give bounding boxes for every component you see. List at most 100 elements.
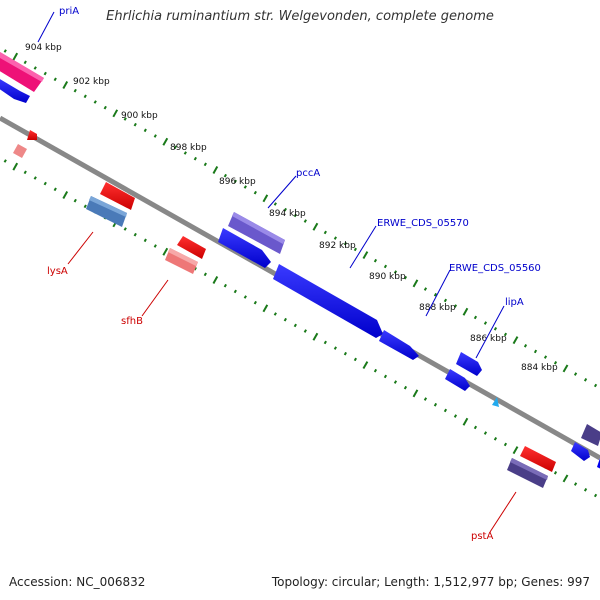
major-tick (12, 52, 19, 61)
gene-feature-blue[interactable] (571, 442, 590, 461)
minor-tick (383, 264, 388, 269)
gene-feature-pink-highlight (168, 248, 198, 266)
minor-tick (553, 471, 558, 475)
minor-tick (223, 283, 227, 288)
minor-tick (143, 128, 147, 133)
minor-tick (553, 361, 558, 365)
minor-tick (483, 431, 488, 435)
minor-tick (433, 292, 438, 297)
minor-tick (73, 88, 77, 93)
minor-tick (273, 312, 277, 316)
minor-tick (423, 397, 428, 401)
gene-feature-red[interactable] (177, 236, 206, 259)
inner-scale-ticks (3, 159, 598, 498)
minor-tick (303, 329, 307, 333)
gene-feature-pink[interactable] (13, 144, 27, 158)
gene-feature-red[interactable] (100, 182, 135, 210)
minor-tick (43, 181, 47, 186)
major-tick (462, 417, 469, 426)
minor-tick (83, 204, 87, 209)
minor-tick (3, 159, 7, 163)
minor-tick (493, 437, 498, 441)
minor-tick (573, 482, 578, 486)
minor-tick (293, 213, 297, 218)
gene-feature-blue[interactable] (597, 458, 600, 470)
minor-tick (323, 230, 327, 235)
minor-tick (483, 321, 488, 325)
gene-label-forward[interactable]: pccA (296, 168, 320, 179)
minor-tick (383, 374, 388, 379)
gene-feature-blue[interactable] (456, 352, 482, 376)
minor-tick (503, 332, 508, 337)
minor-tick (83, 94, 87, 99)
major-tick (162, 247, 169, 256)
minor-tick (33, 66, 37, 70)
scale-label: 896 kbp (219, 177, 256, 187)
gene-feature-purple[interactable] (228, 212, 285, 254)
minor-tick (433, 402, 438, 407)
gene-feature-purple-highlight (232, 212, 285, 244)
minor-tick (343, 241, 347, 246)
major-tick (162, 137, 169, 146)
gene-feature-purple-highlight (510, 458, 548, 480)
minor-tick (283, 207, 287, 212)
major-tick (212, 276, 219, 284)
gene-label-reverse[interactable]: pstA (471, 531, 493, 542)
forward-features (0, 52, 600, 470)
reverse-features (13, 130, 556, 488)
gene-label-forward[interactable]: lipA (505, 297, 524, 308)
major-tick (412, 389, 419, 398)
minor-tick (353, 357, 357, 362)
gene-feature-blue[interactable] (218, 228, 271, 268)
minor-tick (423, 287, 428, 291)
gene-label-forward[interactable]: ERWE_CDS_05570 (377, 218, 469, 229)
label-leaders (37, 11, 517, 533)
outer-scale-ticks (3, 49, 598, 388)
gene-feature-steelblue-highlight (89, 196, 127, 217)
gene-feature-steelblue[interactable] (86, 196, 127, 227)
minor-tick (23, 170, 27, 175)
gene-feature-purple[interactable] (581, 424, 600, 446)
minor-tick (133, 232, 137, 237)
gene-feature-blue[interactable] (445, 369, 470, 391)
minor-tick (543, 355, 548, 359)
minor-tick (323, 340, 327, 345)
gene-feature-blue[interactable] (379, 330, 419, 360)
minor-tick (333, 346, 337, 350)
gene-feature-red[interactable] (27, 130, 37, 140)
minor-tick (373, 258, 378, 263)
accession-text: Accession: NC_006832 (9, 575, 146, 589)
gene-feature-blue[interactable] (273, 264, 383, 338)
minor-tick (73, 198, 77, 203)
gene-label-reverse[interactable]: sfhB (121, 316, 143, 327)
minor-tick (3, 49, 7, 53)
genome-summary-text: Topology: circular; Length: 1,512,977 bp… (271, 575, 590, 589)
minor-tick (243, 185, 247, 189)
gene-label-forward[interactable]: ERWE_CDS_05560 (449, 263, 541, 274)
trna-feature[interactable] (492, 397, 499, 407)
minor-tick (283, 317, 287, 322)
minor-tick (193, 266, 197, 271)
gene-feature-red[interactable] (520, 446, 556, 472)
scale-label: 886 kbp (470, 334, 507, 344)
minor-tick (503, 442, 508, 447)
minor-tick (453, 304, 458, 308)
major-tick (512, 446, 519, 455)
major-tick (562, 364, 569, 373)
minor-tick (443, 408, 448, 413)
minor-tick (343, 351, 347, 356)
minor-tick (593, 493, 598, 498)
major-tick (412, 279, 419, 288)
gene-label-forward[interactable]: priA (59, 6, 79, 17)
scale-label: 898 kbp (170, 143, 207, 153)
minor-tick (233, 289, 237, 294)
minor-tick (153, 244, 157, 248)
minor-tick (183, 151, 187, 155)
gene-label-reverse[interactable]: lysA (47, 266, 68, 277)
gene-feature-blue[interactable] (0, 78, 30, 103)
minor-tick (293, 323, 297, 328)
major-tick (362, 251, 369, 260)
minor-tick (253, 300, 257, 305)
minor-tick (53, 77, 57, 82)
